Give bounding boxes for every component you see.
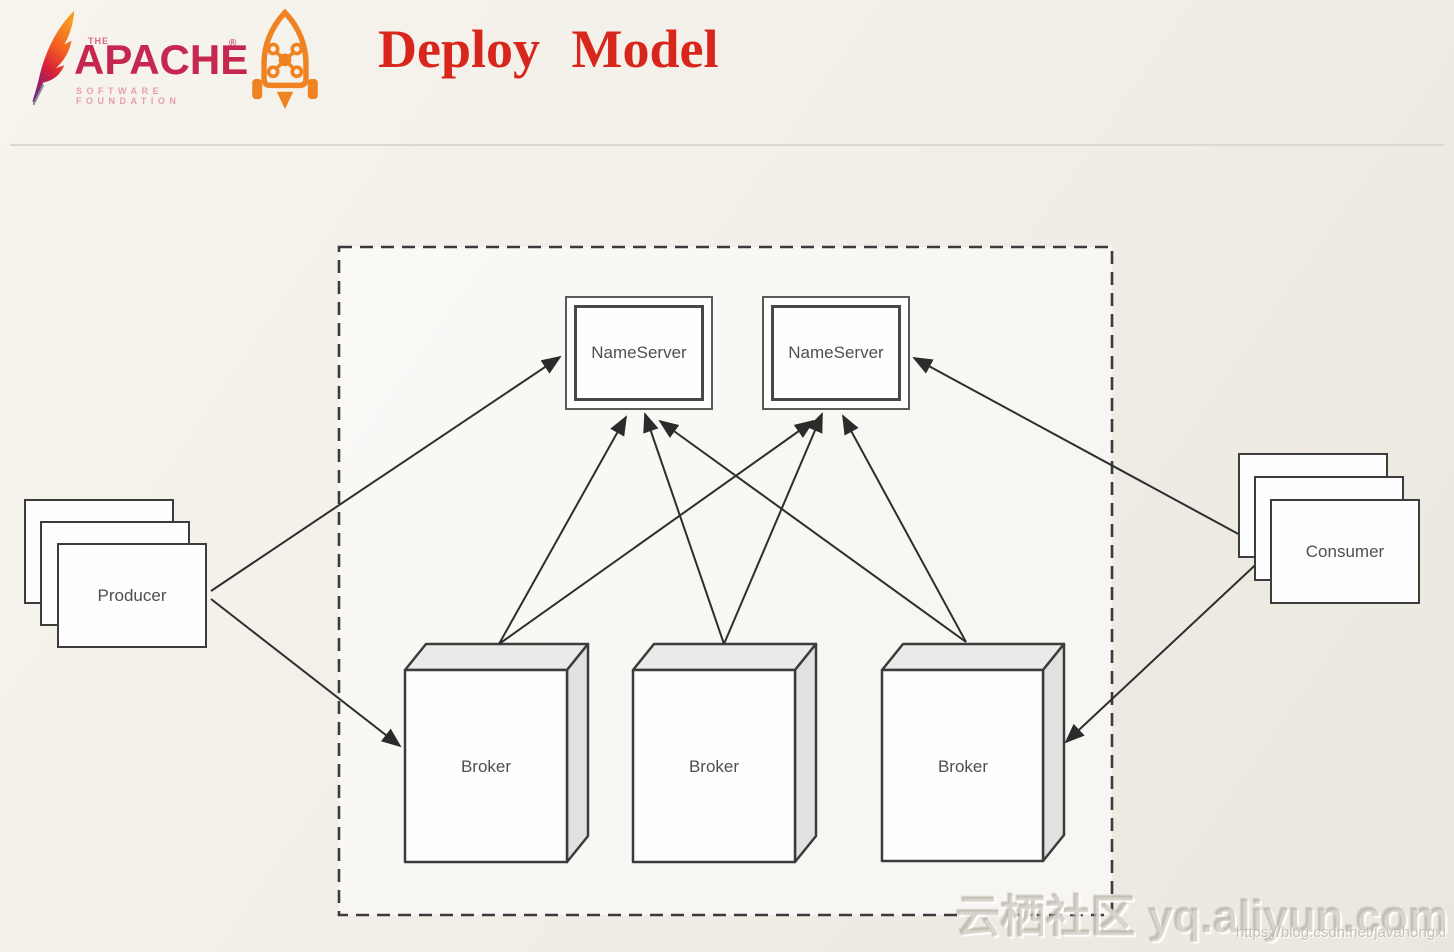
header-divider xyxy=(10,144,1444,146)
apache-subtitle: SOFTWARE FOUNDATION xyxy=(76,86,181,106)
arrow-consumer-to-broker-3 xyxy=(1064,554,1267,744)
yunqi-watermark: 云栖社区 yq.aliyun.com xyxy=(955,880,1448,945)
arrow-broker-1-to-nameserver-1 xyxy=(498,415,627,645)
page-title: Deploy Model xyxy=(378,19,719,79)
arrow-broker-2-to-nameserver-2 xyxy=(723,412,823,645)
nameserver-2-label: NameServer xyxy=(788,343,884,362)
producer-label: Producer xyxy=(97,585,167,605)
arrow-broker-3-to-nameserver-1 xyxy=(658,419,967,643)
nameserver-2-inner-border: NameServer xyxy=(771,305,901,401)
apache-wordmark: APACHE xyxy=(74,36,249,83)
nameserver-1-label: NameServer xyxy=(591,343,687,362)
apache-trademark: ® xyxy=(229,38,237,49)
csdn-url-watermark: https://blog.csdn.net/javahongxi xyxy=(1235,924,1446,941)
nameserver-1-node: NameServer xyxy=(565,296,713,410)
broker-1-label: Broker xyxy=(460,757,512,776)
nameserver-2-node: NameServer xyxy=(762,296,910,410)
apache-the-text: THE xyxy=(88,36,109,46)
arrow-broker-3-to-nameserver-2 xyxy=(842,414,967,643)
arrow-broker-1-to-nameserver-2 xyxy=(498,419,815,645)
broker-3-box xyxy=(880,642,1066,863)
apache-feather-icon xyxy=(32,10,75,106)
broker-1-box xyxy=(403,642,590,864)
connection-arrows xyxy=(210,355,1267,748)
arrow-broker-2-to-nameserver-1 xyxy=(643,412,725,645)
producer-node: Producer xyxy=(57,543,207,648)
nameserver-1-inner-border: NameServer xyxy=(574,305,704,401)
apache-software-foundation-logo: THE APACHE ® SOFTWARE FOUNDATION xyxy=(26,6,248,108)
consumer-node: Consumer xyxy=(1270,499,1420,604)
consumer-label: Consumer xyxy=(1305,541,1385,561)
rocketmq-rocket-icon xyxy=(252,8,318,110)
yunqi-watermark-site: yq.aliyun.com xyxy=(1147,891,1448,942)
yunqi-watermark-brand: 云栖社区 xyxy=(955,891,1136,942)
arrow-producer-to-nameserver-1 xyxy=(210,355,562,592)
arrow-consumer-to-nameserver-2 xyxy=(912,357,1267,550)
arrow-producer-to-broker-1 xyxy=(210,598,402,748)
broker-2-box xyxy=(631,642,818,864)
broker-2-label: Broker xyxy=(688,757,740,776)
broker-3-label: Broker xyxy=(937,757,989,776)
